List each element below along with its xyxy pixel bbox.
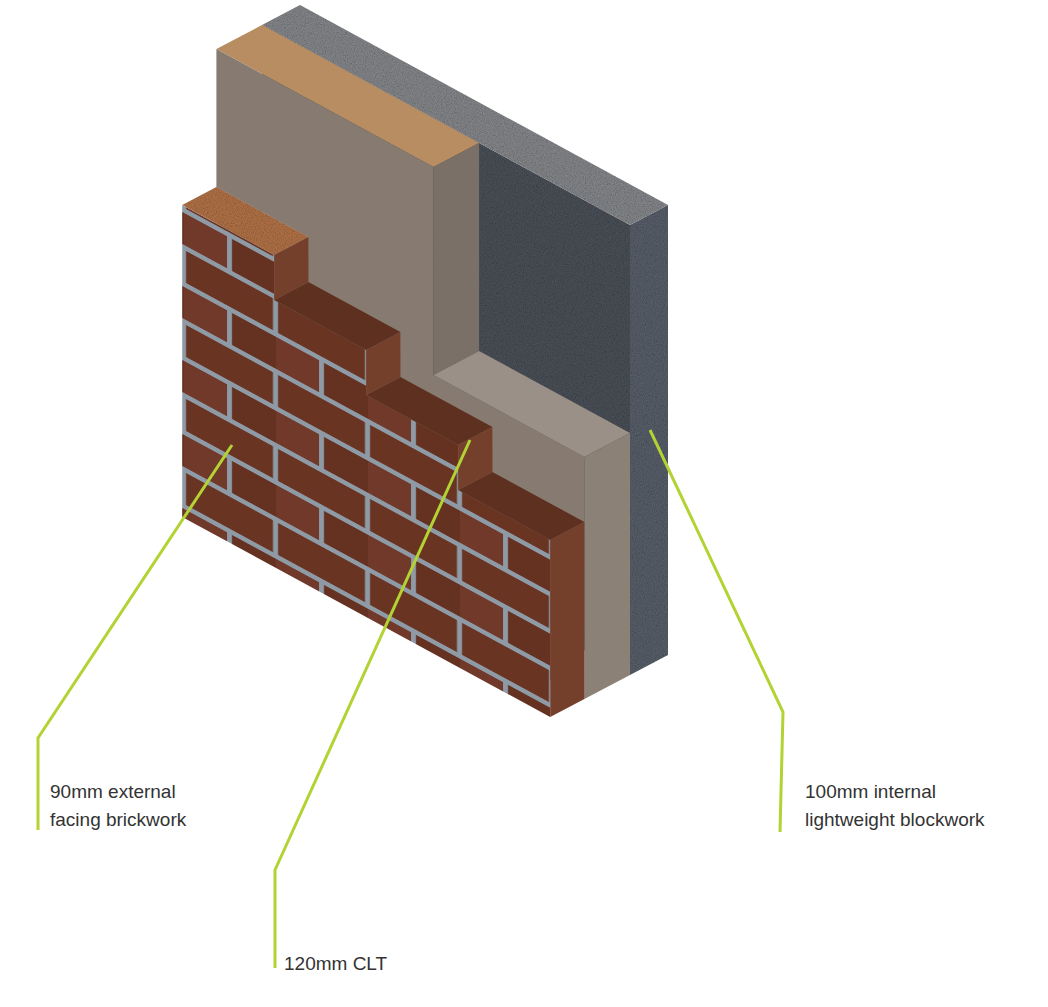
callout-label: 100mm internal lightweight blockwork [805,778,1017,834]
callout-label: 90mm external facing brickwork [50,778,222,834]
brick-end [366,332,400,395]
brick-top [366,377,492,445]
leader-line [38,445,232,830]
brick-end [458,427,492,490]
brick-top [274,282,400,350]
brick-end [550,522,584,717]
brick-end [274,237,308,300]
clt-end [584,433,630,699]
brick-top [458,472,584,540]
leader-line [275,440,470,968]
leader-line [650,430,783,832]
blockwork-end [630,205,668,675]
brick-top [182,187,308,255]
callout-label: 120mm CLT [284,950,387,978]
brick-face [182,205,550,717]
clt-step-end [434,143,480,375]
